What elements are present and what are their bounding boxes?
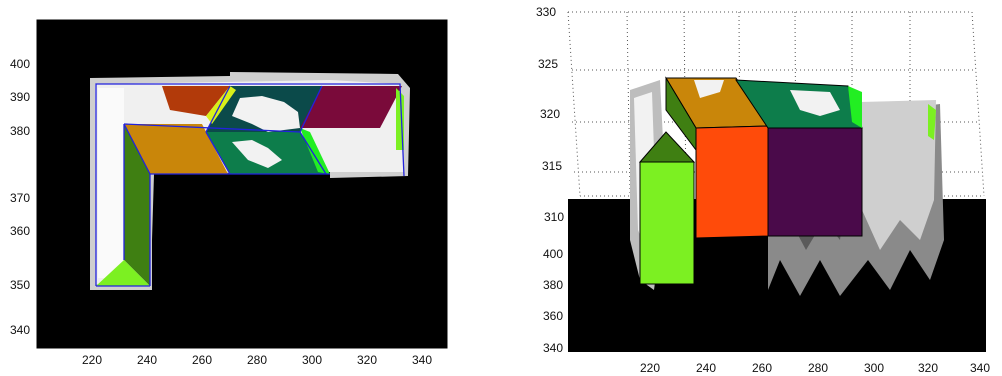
left-xtick-label: 240 — [137, 353, 157, 367]
right-white-patch — [694, 80, 724, 98]
left-ytick-label: 380 — [10, 124, 30, 138]
right-xtick-label: 340 — [970, 361, 990, 375]
left-outline — [95, 83, 405, 287]
left-xtick-label: 300 — [302, 353, 322, 367]
left-xtick-label: 220 — [82, 353, 102, 367]
right-ztick-label: 330 — [536, 5, 556, 19]
right-ytick-label: 380 — [543, 278, 563, 292]
right-xtick-label: 220 — [640, 361, 660, 375]
right-xtick-label: 300 — [864, 361, 884, 375]
left-xtick-label: 280 — [247, 353, 267, 367]
left-ytick-label: 400 — [10, 57, 30, 71]
right-panel: 330 325 320 315 310 400 380 360 340 220 … — [536, 5, 990, 375]
left-ytick-label: 360 — [10, 224, 30, 238]
right-xtick-label: 240 — [696, 361, 716, 375]
left-panel: 400 390 380 370 360 350 340 220 240 260 … — [10, 19, 448, 367]
right-xtick-label: 260 — [752, 361, 772, 375]
left-axes-frame — [36, 19, 448, 349]
right-white-patch — [790, 90, 840, 116]
left-axis-ticks — [37, 63, 423, 348]
left-ytick-label: 390 — [10, 90, 30, 104]
left-ytick-label: 350 — [10, 278, 30, 292]
right-3d-boxes — [638, 76, 936, 285]
right-ztick-label: 315 — [542, 159, 562, 173]
right-ztick-label: 320 — [540, 107, 560, 121]
left-facets — [96, 86, 404, 286]
right-ytick-label: 400 — [543, 247, 563, 261]
left-ytick-label: 340 — [10, 323, 30, 337]
right-xtick-label: 320 — [918, 361, 938, 375]
left-xtick-label: 320 — [357, 353, 377, 367]
left-ytick-label: 370 — [10, 191, 30, 205]
right-ztick-label: 325 — [538, 57, 558, 71]
right-ytick-label: 360 — [543, 309, 563, 323]
right-ytick-label: 340 — [543, 341, 563, 355]
right-ztick-label: 310 — [544, 210, 564, 224]
left-xtick-label: 260 — [192, 353, 212, 367]
left-xtick-label: 340 — [412, 353, 432, 367]
right-xtick-label: 280 — [808, 361, 828, 375]
